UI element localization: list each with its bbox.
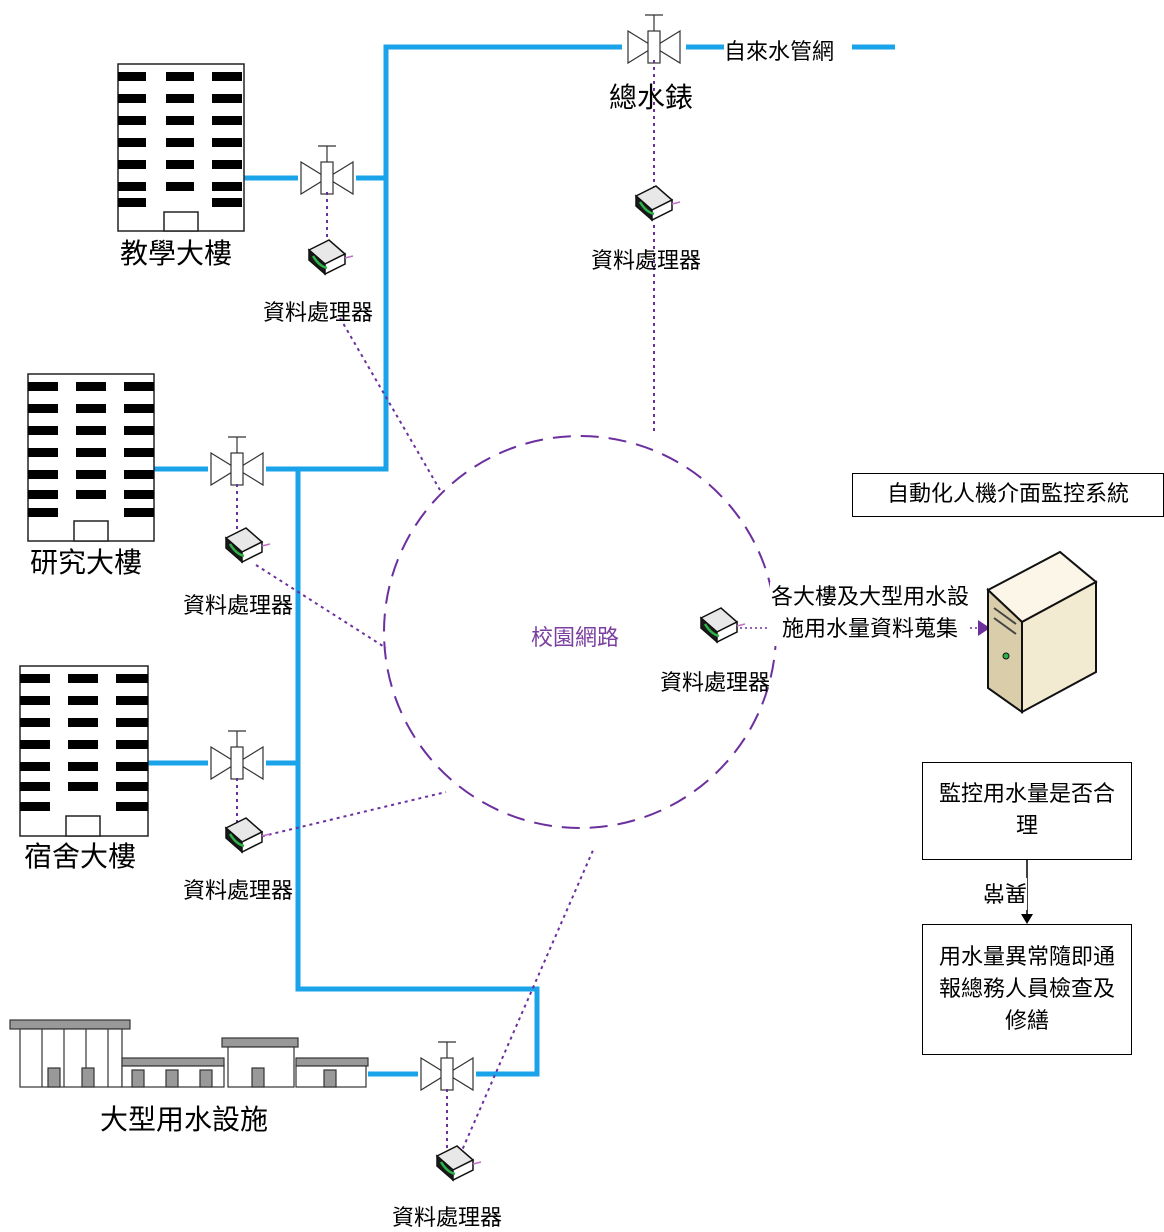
building-teaching-label: 教學大樓 (120, 237, 233, 270)
valve-research (210, 436, 264, 486)
main-meter-label: 總水錶 (609, 81, 694, 114)
building-research-icon (27, 373, 155, 542)
processor-icon (634, 184, 682, 222)
report-box: 用水量異常隨即通報總務人員檢查及修繕 (922, 924, 1132, 1055)
processor-label: 資料處理器 (660, 671, 771, 696)
processor-label: 資料處理器 (183, 594, 294, 619)
building-dormitory-label: 宿舍大樓 (24, 840, 137, 873)
facility-large-label: 大型用水設施 (100, 1103, 269, 1136)
processor-icon (224, 816, 272, 854)
data-links (236, 60, 655, 1156)
building-teaching-icon (117, 63, 245, 232)
processor-icon (435, 1144, 483, 1182)
processor-icon (307, 238, 355, 276)
system-title-box: 自動化人機介面監控系統 (852, 473, 1164, 517)
processor-label: 資料處理器 (263, 301, 374, 326)
processor-icon (699, 606, 747, 644)
monitor-box: 監控用水量是否合理 (922, 762, 1132, 860)
abnormal-label: 異常 (983, 878, 1028, 910)
processor-label: 資料處理器 (392, 1206, 503, 1231)
main-meter-valve (627, 14, 681, 64)
processor-label: 資料處理器 (591, 249, 702, 274)
campus-network-label: 校園網路 (531, 626, 620, 651)
water-network-label: 自來水管網 (724, 34, 835, 66)
processor-icon (224, 526, 272, 564)
facility-large-icon (9, 1019, 369, 1088)
processor-label: 資料處理器 (183, 879, 294, 904)
water-pipes (148, 44, 895, 1077)
valve-dormitory (210, 730, 264, 780)
collection-label: 各大樓及大型用水設施用水量資料蒐集 (770, 582, 970, 646)
building-research-label: 研究大樓 (30, 546, 143, 579)
server-icon (986, 550, 1098, 714)
building-dormitory-icon (19, 665, 149, 837)
valve-facility (420, 1041, 474, 1091)
valve-teaching (300, 145, 354, 195)
